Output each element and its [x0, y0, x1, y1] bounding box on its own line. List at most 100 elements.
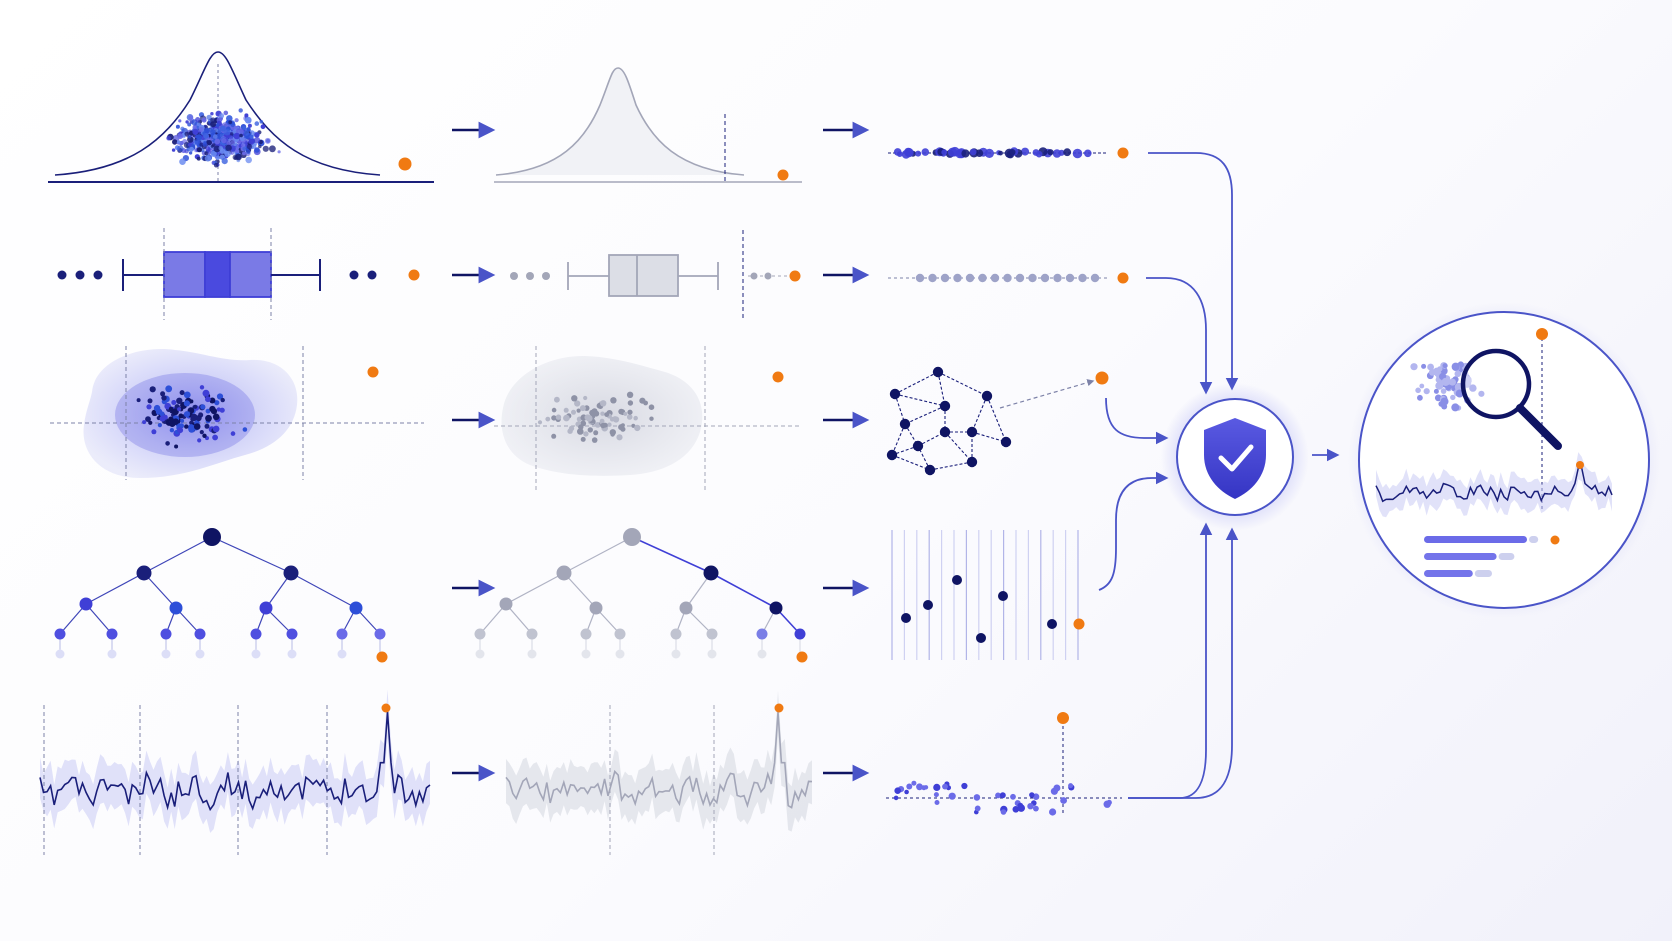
tree-leaf — [107, 649, 117, 659]
strip-point — [1065, 273, 1075, 283]
muted-density-blob — [501, 355, 703, 476]
graph-node — [924, 464, 936, 476]
scatter-point — [973, 794, 981, 801]
cluster-point — [202, 389, 210, 397]
box-median-band — [204, 251, 231, 298]
density-point — [243, 130, 250, 136]
density-point — [210, 121, 217, 128]
density-point — [226, 140, 231, 146]
panel-cluster-point — [1427, 363, 1434, 371]
scatter-point — [911, 780, 917, 786]
cluster-point — [176, 397, 183, 404]
graph-node — [966, 456, 978, 468]
graph-node — [932, 366, 944, 378]
legend-bar-secondary — [1529, 536, 1539, 543]
density-point — [210, 112, 214, 116]
highlighted-path-tree — [474, 528, 808, 663]
tree-node — [499, 597, 513, 611]
outlier-point — [398, 157, 412, 171]
density-point — [199, 142, 204, 147]
density-point — [210, 150, 217, 157]
cluster-point — [183, 391, 191, 399]
strip-point — [1063, 148, 1072, 157]
density-point — [204, 127, 210, 134]
panel-ring — [1358, 311, 1650, 609]
panel-series-outlier — [1576, 461, 1584, 469]
graph-edge — [971, 431, 1007, 443]
density-point — [207, 150, 212, 155]
density-point — [184, 131, 190, 137]
graph-node — [912, 440, 924, 452]
tree-node — [349, 601, 363, 615]
density-point — [234, 125, 238, 130]
density-point — [215, 123, 220, 127]
cluster-point — [600, 400, 607, 407]
box-q1-median — [163, 251, 206, 298]
density-point — [196, 134, 202, 141]
density-point — [233, 132, 241, 140]
cluster-point — [551, 415, 557, 421]
density-point — [246, 143, 253, 150]
strip-point — [921, 148, 930, 156]
density-point — [196, 147, 202, 153]
cluster-point — [212, 425, 220, 433]
scatter-points — [893, 780, 1112, 816]
connector-row5a — [1128, 522, 1213, 799]
legend-bar-secondary — [1474, 570, 1492, 577]
graph-node — [939, 426, 951, 438]
tree-edge — [505, 572, 565, 605]
cluster-point — [242, 427, 248, 432]
cluster-point — [198, 412, 203, 417]
cluster-point — [627, 400, 634, 406]
tree-node — [169, 601, 183, 615]
panel-cluster-point — [1450, 394, 1456, 401]
cluster-point — [604, 412, 610, 417]
density-point — [244, 116, 252, 124]
density-point — [196, 122, 201, 127]
tree-leaf — [287, 649, 297, 659]
outlier-point — [376, 651, 388, 663]
muted-series-line — [505, 711, 813, 809]
outlier-point — [789, 270, 801, 282]
density-point — [234, 118, 239, 123]
box-plot-whiskers — [57, 228, 420, 320]
outlier-point — [1057, 712, 1069, 724]
panel-cluster-point — [1478, 390, 1485, 397]
cluster-point — [136, 398, 141, 403]
cluster-point — [199, 385, 205, 390]
scatter-point — [916, 783, 923, 791]
strip-point — [893, 148, 902, 156]
strip-point — [1047, 149, 1054, 156]
density-point — [229, 132, 234, 136]
strip-point — [947, 147, 958, 157]
strip-point — [1009, 149, 1016, 156]
tree-leaf — [195, 649, 205, 659]
density-point — [211, 143, 216, 147]
density-point — [245, 156, 252, 164]
cluster-point — [620, 423, 625, 428]
tree-edge — [290, 572, 357, 609]
graph-edge — [986, 395, 1007, 443]
tree-leaf — [250, 628, 262, 640]
cluster-point — [183, 400, 190, 407]
cluster-point — [591, 437, 598, 443]
tree-node — [679, 601, 693, 615]
cluster-point — [616, 434, 623, 441]
data-point — [923, 600, 933, 610]
density-point — [175, 124, 180, 129]
tree-leaf — [580, 628, 592, 640]
density-point — [166, 135, 171, 141]
cluster-point — [212, 413, 220, 421]
outlier-point — [1073, 618, 1085, 630]
high-point — [764, 272, 772, 280]
cluster-point — [594, 422, 601, 428]
tree-leaf — [251, 649, 261, 659]
cluster-point — [545, 416, 551, 422]
tree-leaf — [757, 649, 767, 659]
cluster-point — [627, 409, 633, 415]
tree-leaf — [794, 628, 806, 640]
connector-row1 — [1148, 152, 1239, 391]
cluster-point — [199, 430, 204, 435]
gaussian-density-scatter — [48, 51, 434, 183]
cluster-point — [579, 405, 586, 412]
